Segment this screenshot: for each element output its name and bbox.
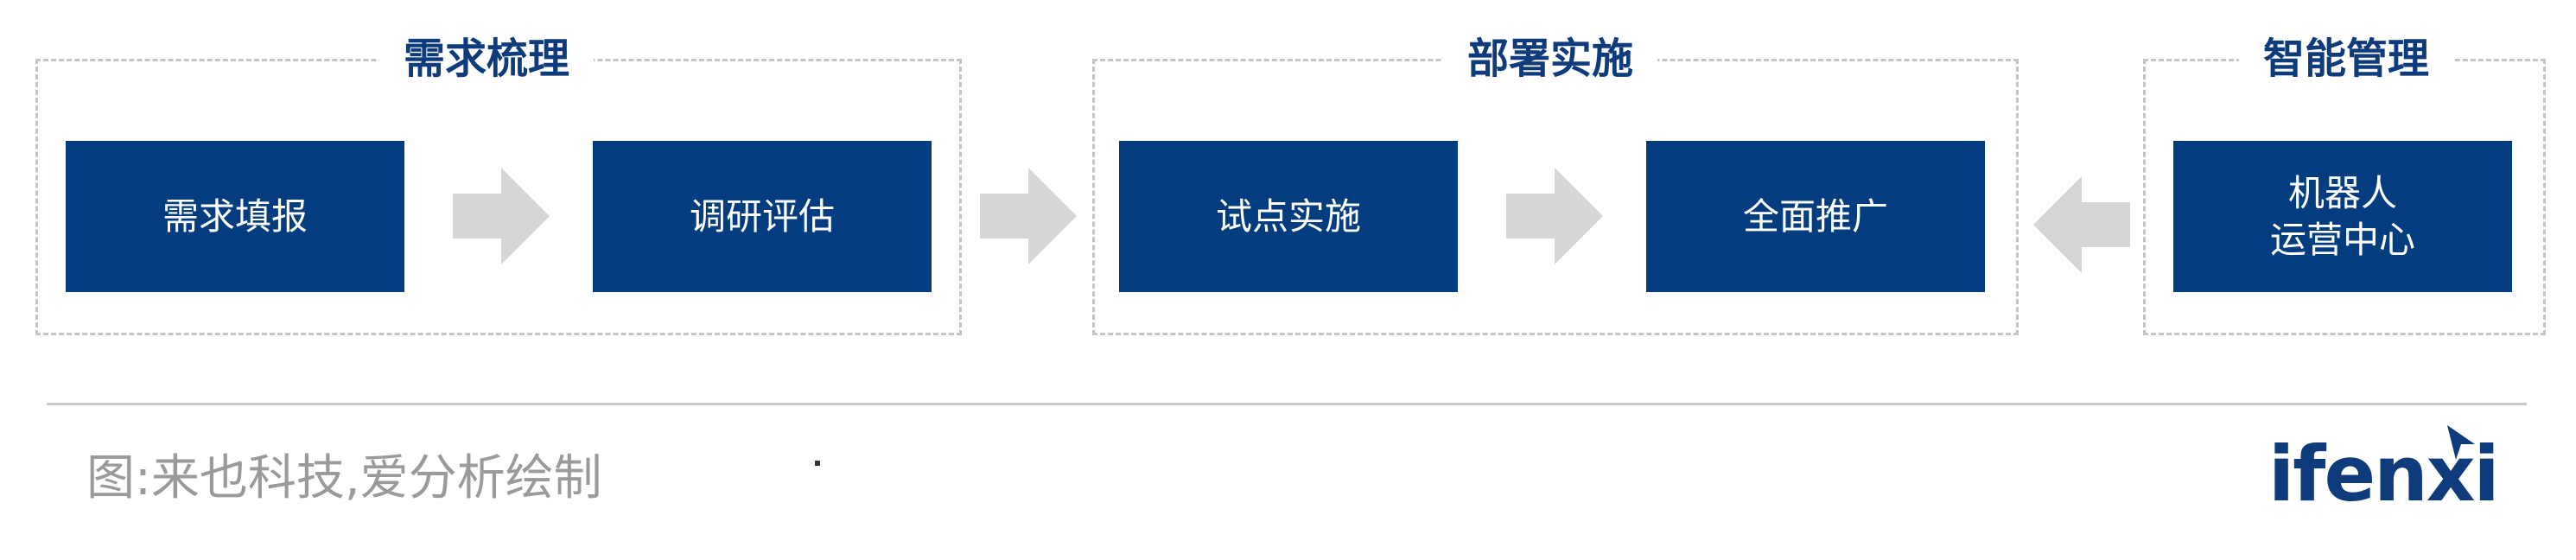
footer-divider	[47, 403, 2527, 405]
box-requirement-submit: 需求填报	[66, 141, 404, 292]
box-label: 需求填报	[162, 194, 308, 238]
arrow-right-icon	[1506, 168, 1603, 264]
arrow-right-icon	[980, 168, 1077, 264]
box-label: 全面推广	[1742, 194, 1888, 238]
box-pilot-implementation: 试点实施	[1119, 141, 1458, 292]
group-title-requirement-sorting: 需求梳理	[378, 33, 595, 85]
ifenxi-logo: ifenxi	[2268, 430, 2500, 519]
logo-arrow-icon	[2447, 425, 2475, 460]
box-label-line-2: 运营中心	[2269, 218, 2415, 261]
box-research-evaluate: 调研评估	[593, 141, 932, 292]
box-label: 调研评估	[689, 194, 835, 238]
box-full-rollout: 全面推广	[1646, 141, 1985, 292]
box-label-line-1: 机器人	[2287, 171, 2397, 214]
box-label: 试点实施	[1215, 194, 1361, 238]
group-title-deployment: 部署实施	[1442, 33, 1658, 85]
group-title-intelligent-management: 智能管理	[2238, 33, 2454, 85]
arrow-right-icon	[453, 168, 550, 264]
box-robot-operations-center: 机器人 运营中心	[2173, 141, 2512, 292]
source-caption: 图:来也科技,爱分析绘制	[86, 450, 602, 506]
stray-dot	[815, 461, 820, 466]
arrow-left-icon	[2033, 176, 2130, 273]
